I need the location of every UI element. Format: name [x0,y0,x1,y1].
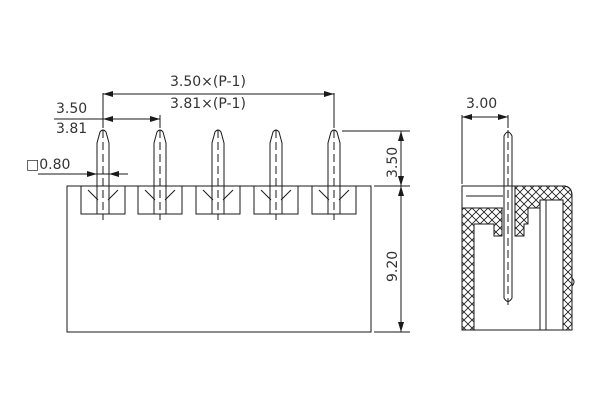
side-offset-label: 3.00 [466,96,498,112]
pin-height-label: 3.50 [385,146,401,178]
pitch-label-bottom: 3.81 [56,121,88,137]
connector-body [66,185,372,333]
body-height-label: 9.20 [385,250,401,282]
square-icon: □ [26,157,40,173]
span-label-top: 3.50×(P-1) [170,74,246,90]
pin-square-label: □0.80 [26,157,71,173]
side-view-drawing [461,114,575,331]
span-label-bottom: 3.81×(P-1) [170,96,246,112]
pitch-label-top: 3.50 [56,101,88,117]
pins [96,129,341,220]
